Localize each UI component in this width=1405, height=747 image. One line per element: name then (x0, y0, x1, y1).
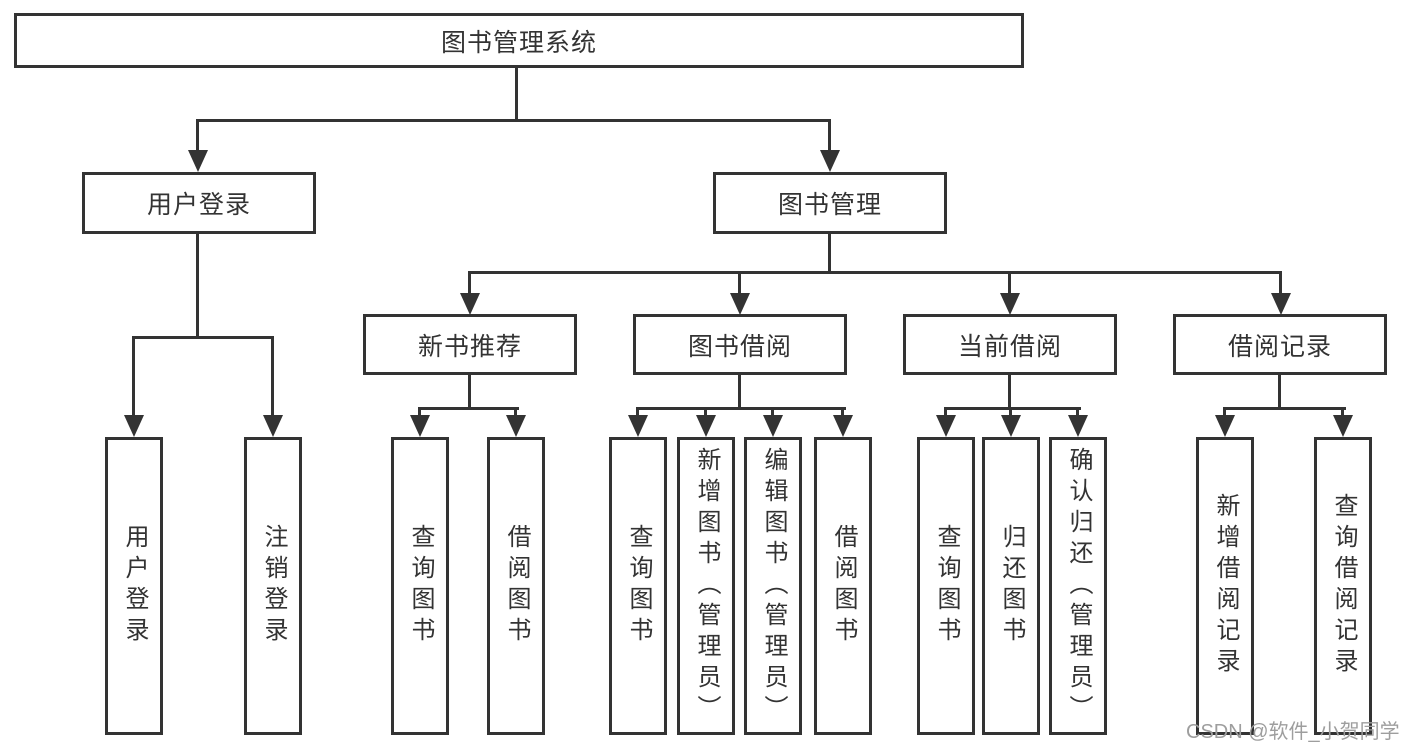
node-library-system: 图书管理系统 (14, 13, 1024, 68)
leaf-add-borrow-record: 新增借阅记录 (1196, 437, 1254, 735)
node-book-borrowing-label: 图书借阅 (687, 332, 792, 361)
node-book-borrowing: 图书借阅 (633, 314, 847, 375)
connector-bar (418, 407, 519, 410)
connector-arrow (999, 271, 1020, 315)
leaf-add-borrow-record-label: 新增借阅记录 (1212, 493, 1239, 679)
connector-stem (1008, 372, 1011, 409)
node-user-login-label: 用户登录 (146, 191, 251, 219)
leaf-return-books: 归还图书 (982, 437, 1040, 735)
leaf-edit-book-admin-label: 编辑图书（管理员） (760, 446, 787, 726)
leaf-borrow-books-recommend-label: 借阅图书 (503, 524, 530, 648)
leaf-confirm-return-admin-label: 确认归还（管理员） (1065, 446, 1092, 726)
node-new-book-recommend: 新书推荐 (363, 314, 577, 375)
leaf-confirm-return-admin: 确认归还（管理员） (1049, 437, 1107, 735)
leaf-borrow-books-recommend: 借阅图书 (487, 437, 545, 735)
connector-bar (468, 271, 1282, 274)
connector-arrow (459, 271, 480, 315)
leaf-borrow-books-label: 借阅图书 (830, 524, 857, 648)
leaf-query-borrow-record-label: 查询借阅记录 (1330, 493, 1357, 679)
node-book-management-label: 图书管理 (777, 191, 882, 219)
connector-arrow (1214, 407, 1235, 437)
connector-bar (636, 407, 846, 410)
node-library-system-label: 图书管理系统 (440, 28, 597, 57)
node-user-login: 用户登录 (82, 172, 316, 234)
connector-bar (132, 336, 274, 339)
connector-stem (468, 372, 471, 409)
connector-stem (196, 232, 199, 338)
node-book-management: 图书管理 (713, 172, 947, 234)
connector-arrow (1332, 407, 1353, 437)
connector-arrow (1270, 271, 1291, 315)
connector-stem (738, 372, 741, 409)
connector-arrow (505, 407, 526, 437)
csdn-watermark: CSDN @软件_小贺同学 (1186, 721, 1400, 743)
connector-arrow (695, 407, 716, 437)
connector-arrow (409, 407, 430, 437)
leaf-query-books-recommend: 查询图书 (391, 437, 449, 735)
leaf-borrow-books: 借阅图书 (814, 437, 872, 735)
leaf-add-book-admin: 新增图书（管理员） (677, 437, 735, 735)
connector-arrow (627, 407, 648, 437)
connector-arrow (1000, 407, 1021, 437)
connector-stem (1278, 372, 1281, 409)
connector-arrow (762, 407, 783, 437)
leaf-return-books-label: 归还图书 (998, 524, 1025, 648)
connector-arrow (1067, 407, 1088, 437)
connector-arrow (262, 336, 283, 437)
node-borrowing-records-label: 借阅记录 (1227, 332, 1332, 361)
leaf-add-book-admin-label: 新增图书（管理员） (693, 446, 720, 726)
connector-bar (196, 119, 831, 122)
node-new-book-recommend-label: 新书推荐 (417, 332, 522, 361)
leaf-query-books-borrowing: 查询图书 (609, 437, 667, 735)
node-current-borrowing-label: 当前借阅 (957, 332, 1062, 361)
connector-arrow (819, 119, 840, 172)
connector-stem (828, 232, 831, 273)
node-borrowing-records: 借阅记录 (1173, 314, 1387, 375)
connector-bar (1223, 407, 1346, 410)
node-current-borrowing: 当前借阅 (903, 314, 1117, 375)
leaf-logout-label: 注销登录 (260, 524, 287, 648)
leaf-user-login-label: 用户登录 (121, 524, 148, 648)
leaf-logout: 注销登录 (244, 437, 302, 735)
connector-arrow (832, 407, 853, 437)
connector-arrow (123, 336, 144, 437)
leaf-query-books-current-label: 查询图书 (933, 524, 960, 648)
leaf-query-borrow-record: 查询借阅记录 (1314, 437, 1372, 735)
connector-stem (515, 66, 518, 121)
connector-arrow (729, 271, 750, 315)
leaf-edit-book-admin: 编辑图书（管理员） (744, 437, 802, 735)
connector-bar (944, 407, 1081, 410)
connector-arrow (935, 407, 956, 437)
leaf-query-books-current: 查询图书 (917, 437, 975, 735)
connector-arrow (187, 119, 208, 172)
leaf-query-books-recommend-label: 查询图书 (407, 524, 434, 648)
leaf-query-books-borrowing-label: 查询图书 (625, 524, 652, 648)
leaf-user-login: 用户登录 (105, 437, 163, 735)
